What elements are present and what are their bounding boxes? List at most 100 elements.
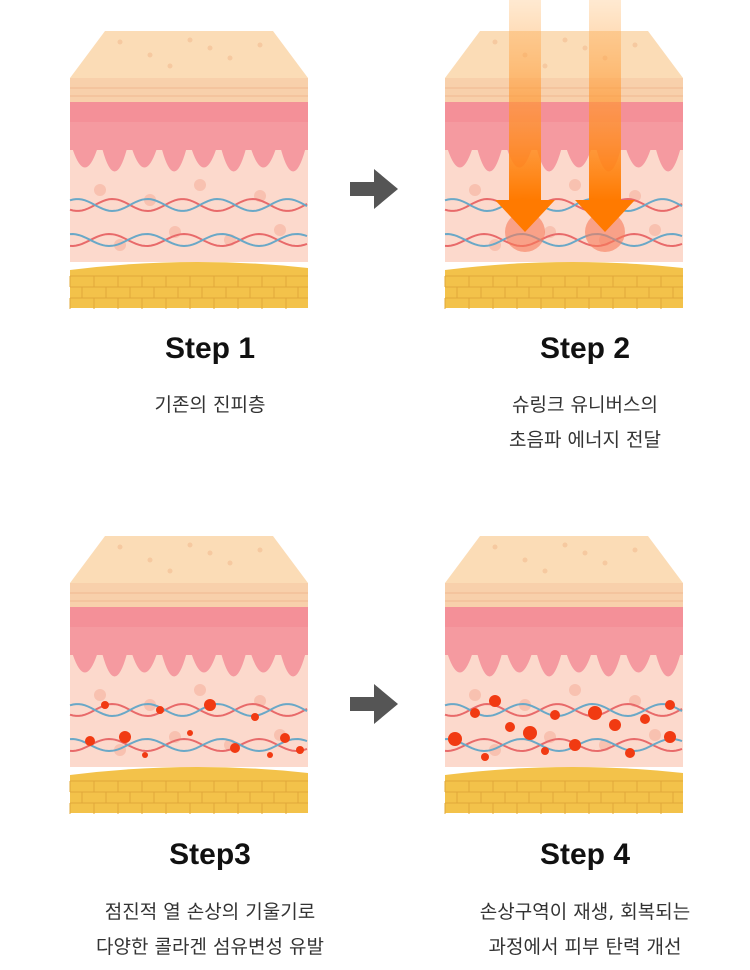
thermal-coagulation-point [101, 701, 109, 709]
skin-pore [492, 39, 498, 45]
skin-pore [522, 557, 528, 563]
thermal-coagulation-point [204, 699, 216, 711]
skin-pore [227, 560, 233, 566]
ultrasound-beam-arrowhead [575, 200, 635, 232]
collagen-fiber [444, 197, 683, 213]
step-2-panel: Step 2 슈링크 유니버스의 초음파 에너지 전달 [435, 0, 735, 470]
step-1-panel: Step 1 기존의 진피층 [60, 0, 360, 470]
skin-pore [582, 45, 588, 51]
skin-layer-illustration-normal [69, 31, 308, 309]
step-description-line: 슈링크 유니버스의 [512, 394, 658, 416]
skin-pore [147, 557, 153, 563]
thermal-coagulation-point [267, 752, 273, 758]
thermal-coagulation-point [625, 748, 635, 758]
thermal-coagulation-point [541, 747, 549, 755]
collagen-fiber [444, 702, 683, 718]
dermis-cell [649, 224, 661, 236]
step-title: Step3 [169, 838, 251, 871]
thermal-coagulation-point [296, 746, 304, 754]
thermal-coagulation-point [550, 710, 560, 720]
elastin-fiber [69, 232, 308, 248]
thermal-coagulation-point [569, 739, 581, 751]
collagen-fiber [69, 702, 308, 718]
thermal-coagulation-point [187, 730, 193, 736]
step-title: Step 4 [539, 838, 631, 871]
thermal-coagulation-point [280, 733, 290, 743]
skin-pore [542, 568, 548, 574]
ultrasound-beam-arrowhead [495, 200, 555, 232]
step-description-line: 점진적 열 손상의 기울기로 [104, 901, 316, 923]
thermal-coagulation-point [156, 706, 164, 714]
elastin-fiber [69, 702, 308, 718]
dermis-cell [469, 184, 481, 196]
collagen-fiber [69, 232, 308, 248]
dermis-cell [649, 729, 661, 741]
epidermis-top [70, 536, 308, 583]
step-description-line: 손상구역이 재생, 회복되는 [479, 901, 691, 923]
skin-pore [187, 37, 193, 43]
skin-pore [227, 55, 233, 61]
step-description: 점진적 열 손상의 기울기로 다양한 콜라겐 섬유변성 유발 [60, 895, 360, 965]
step-description-line: 기존의 진피층 [154, 394, 266, 416]
thermal-coagulation-point [142, 752, 148, 758]
dermis-cell [194, 179, 206, 191]
skin-pore [167, 568, 173, 574]
epidermis-front [445, 78, 683, 102]
thermal-coagulation-point [470, 708, 480, 718]
step-description-line: 과정에서 피부 탄력 개선 [488, 936, 682, 958]
step-title: Step 2 [539, 332, 631, 365]
skin-pore [207, 45, 213, 51]
thermal-coagulation-point [489, 695, 501, 707]
elastin-fiber [444, 232, 683, 248]
thermal-coagulation-point [588, 706, 602, 720]
dermis-band [445, 102, 683, 122]
skin-pore [207, 550, 213, 556]
skin-pore [542, 63, 548, 69]
fat-layer [445, 766, 683, 813]
epidermis-front [70, 583, 308, 607]
collagen-fiber [69, 197, 308, 213]
fat-layer [70, 766, 308, 813]
dermis-cell [194, 684, 206, 696]
thermal-coagulation-point [640, 714, 650, 724]
skin-pore [117, 39, 123, 45]
right-arrow-icon [350, 684, 398, 724]
skin-pore [632, 547, 638, 553]
dermis-cell [569, 179, 581, 191]
epidermis-top [445, 536, 683, 583]
skin-pore [562, 542, 568, 548]
thermal-coagulation-point [119, 731, 131, 743]
epidermis-top [445, 31, 683, 78]
step-description: 기존의 진피층 [60, 388, 360, 423]
elastin-fiber [444, 737, 683, 753]
thermal-coagulation-point [481, 753, 489, 761]
ultrasound-beam [509, 0, 541, 200]
elastin-fiber [69, 737, 308, 753]
dermis-cell [274, 224, 286, 236]
step-3-panel: Step3 점진적 열 손상의 기울기로 다양한 콜라겐 섬유변성 유발 [60, 505, 360, 970]
dermis-cell [94, 689, 106, 701]
dermis-band [445, 607, 683, 627]
skin-pore [257, 547, 263, 553]
thermal-coagulation-point [523, 726, 537, 740]
dermis-cell [94, 184, 106, 196]
dermis-band [70, 607, 308, 627]
thermal-coagulation-point [85, 736, 95, 746]
elastin-fiber [444, 702, 683, 718]
fat-layer [70, 261, 308, 308]
elastin-fiber [69, 197, 308, 213]
skin-pore [562, 37, 568, 43]
collagen-fiber [69, 737, 308, 753]
step-description-line: 초음파 에너지 전달 [509, 429, 661, 451]
thermal-coagulation-point [609, 719, 621, 731]
step-description-line: 다양한 콜라겐 섬유변성 유발 [96, 936, 324, 958]
dermis-cell [569, 684, 581, 696]
skin-pore [257, 42, 263, 48]
thermal-coagulation-point [230, 743, 240, 753]
thermal-coagulation-point [665, 700, 675, 710]
skin-pore [492, 544, 498, 550]
step-description: 슈링크 유니버스의 초음파 에너지 전달 [435, 388, 735, 458]
skin-pore [582, 550, 588, 556]
dermis-band [70, 102, 308, 122]
epidermis-front [70, 78, 308, 102]
